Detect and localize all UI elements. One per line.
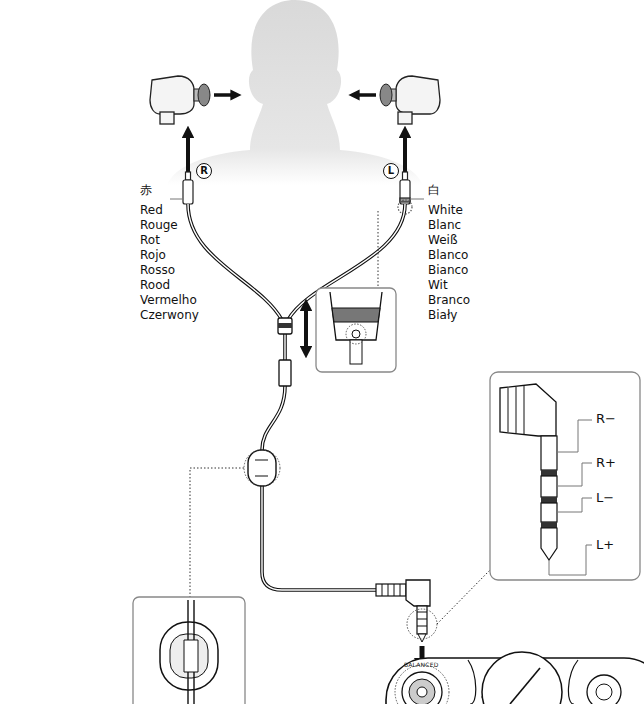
color-label: 白 xyxy=(428,183,440,198)
pin-name: R+ xyxy=(596,455,616,470)
color-label: Rood xyxy=(140,278,170,293)
pin-name: R− xyxy=(596,411,616,426)
left-earphone xyxy=(354,76,440,124)
leader-line xyxy=(170,199,183,200)
head-silhouette xyxy=(167,0,423,185)
color-label: Branco xyxy=(428,293,470,308)
insert-arrow xyxy=(186,132,190,176)
side-mark: R xyxy=(196,163,212,179)
color-label: Rosso xyxy=(140,263,175,278)
color-label: Rouge xyxy=(140,218,178,233)
pin-name: L+ xyxy=(596,537,614,552)
plug-inset xyxy=(490,372,640,580)
side-mark: L xyxy=(383,163,399,179)
right-earphone xyxy=(150,76,236,124)
cable xyxy=(188,204,405,590)
color-label: Vermelho xyxy=(140,293,197,308)
leader-line xyxy=(410,199,424,200)
color-label: Blanco xyxy=(428,248,468,263)
cable-slider xyxy=(278,318,292,334)
color-label: Blanc xyxy=(428,218,461,233)
cable-splitter xyxy=(279,360,291,386)
connector-inset xyxy=(316,211,396,372)
color-label: Czerwony xyxy=(140,308,199,323)
cable-slider xyxy=(278,323,292,328)
insert-arrow xyxy=(403,132,407,176)
headphone-amplifier xyxy=(386,652,644,704)
balanced-plug xyxy=(376,580,437,666)
color-label: Biały xyxy=(428,308,457,323)
color-label: Bianco xyxy=(428,263,468,278)
callout-line xyxy=(190,468,244,597)
color-label: Wit xyxy=(428,278,448,293)
jack-label: BALANCED xyxy=(404,661,439,668)
cable-connectors xyxy=(183,172,412,214)
clip-inset xyxy=(133,597,245,704)
color-label: 赤 xyxy=(140,183,152,198)
color-label: White xyxy=(428,203,463,218)
color-label: Rojo xyxy=(140,248,166,263)
cable-clip xyxy=(244,450,280,486)
slide-arrow xyxy=(304,305,308,352)
callout-line xyxy=(437,570,490,624)
color-label: Weiß xyxy=(428,233,457,248)
color-label: Red xyxy=(140,203,163,218)
color-label: Rot xyxy=(140,233,160,248)
pin-name: L− xyxy=(596,490,614,505)
